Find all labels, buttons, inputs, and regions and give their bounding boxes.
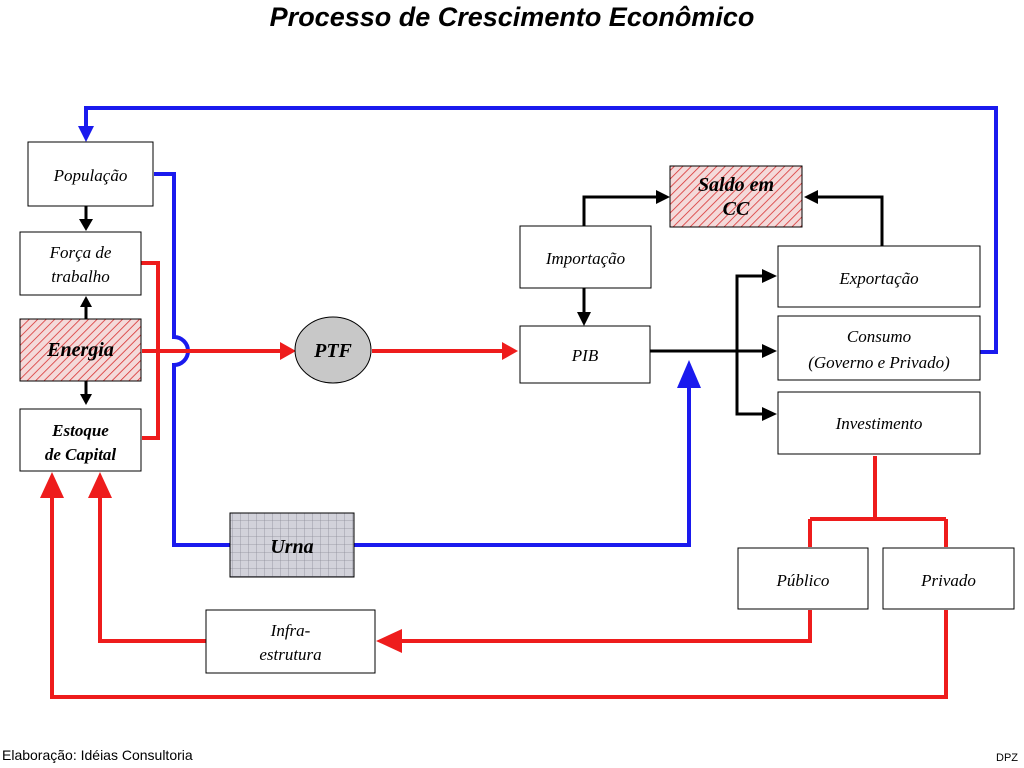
urna-to-pib-line [354,385,691,547]
importacao-to-saldo-line [582,195,660,226]
node-forca-trabalho: Força de trabalho [19,231,142,296]
publico-label: Público [776,571,830,590]
blue-arrowheads [78,126,701,388]
branch-to-exportacao-line [735,274,764,351]
infra-label-line2: estrutura [259,645,321,664]
arrow-into-saldo-left [656,190,670,204]
node-publico: Público [737,547,869,610]
arrow-into-forca [79,219,93,231]
forca-trabalho-label-line1: Força de [49,243,112,262]
node-exportacao: Exportação [777,245,981,308]
arrow-into-pib-from-importacao [577,312,591,326]
node-importacao: Importação [519,225,652,289]
privado-to-estoque-line [50,495,948,699]
populacao-label: População [53,166,128,185]
inputs-bracket-line [134,261,160,440]
infra-to-estoque-line [98,495,206,643]
node-ptf: PTF [294,316,372,384]
consumo-label-line1: Consumo [847,327,911,346]
arrow-into-pib-from-ptf [502,342,518,360]
arrow-into-ptf [280,342,296,360]
pib-label: PIB [571,346,599,365]
node-investimento: Investimento [777,391,981,455]
energia-label: Energia [46,339,114,361]
node-estoque-capital: Estoque de Capital [19,408,142,472]
arrow-into-forca-from-energia [80,296,92,307]
node-saldo-cc: Saldo em CC [669,165,803,228]
black-arrowheads [79,190,818,421]
ptf-label: PTF [313,340,352,362]
estoque-label-line1: Estoque [51,421,109,440]
node-populacao: População [27,141,154,207]
forca-trabalho-label-line2: trabalho [51,267,110,286]
importacao-label: Importação [545,249,625,268]
privado-label: Privado [920,571,976,590]
node-pib: PIB [519,325,651,384]
publico-to-infra-line [400,610,812,643]
exportacao-label: Exportação [838,269,918,288]
footer-initials: DPZ [996,752,1018,764]
arrow-into-estoque-left [40,472,64,498]
footer-credit: Elaboração: Idéias Consultoria [2,747,193,763]
black-connectors [84,195,884,416]
estoque-label-line2: de Capital [45,445,117,464]
arrow-into-exportacao [762,269,777,283]
arrow-into-consumo [762,344,777,358]
page-title: Processo de Crescimento Econômico [269,2,755,32]
investimento-label: Investimento [835,414,923,433]
node-privado: Privado [882,547,1015,610]
arrow-into-pib-from-urna [677,360,701,388]
arrow-into-populacao [78,126,94,142]
populacao-to-urna-line [154,172,230,547]
node-urna: Urna [229,512,355,578]
urna-label: Urna [270,536,313,558]
red-arrowheads [40,342,518,653]
branch-to-investimento-line [735,351,764,416]
infra-label-line1: Infra- [270,621,311,640]
consumo-label-line2: (Governo e Privado) [808,353,950,372]
arrow-into-saldo-right [804,190,818,204]
saldo-cc-label-line1: Saldo em [698,174,774,196]
consumo-to-populacao-line [84,106,998,354]
arrow-into-estoque [80,394,92,405]
saldo-cc-label-line2: CC [723,198,750,220]
node-infraestrutura: Infra- estrutura [205,609,376,674]
arrow-into-estoque-right [88,472,112,498]
arrow-into-infra [376,629,402,653]
red-connectors [50,261,948,699]
node-consumo: Consumo (Governo e Privado) [777,315,981,381]
arrow-into-investimento [762,407,777,421]
exportacao-to-saldo-line [816,195,884,246]
node-energia: Energia [19,318,142,382]
